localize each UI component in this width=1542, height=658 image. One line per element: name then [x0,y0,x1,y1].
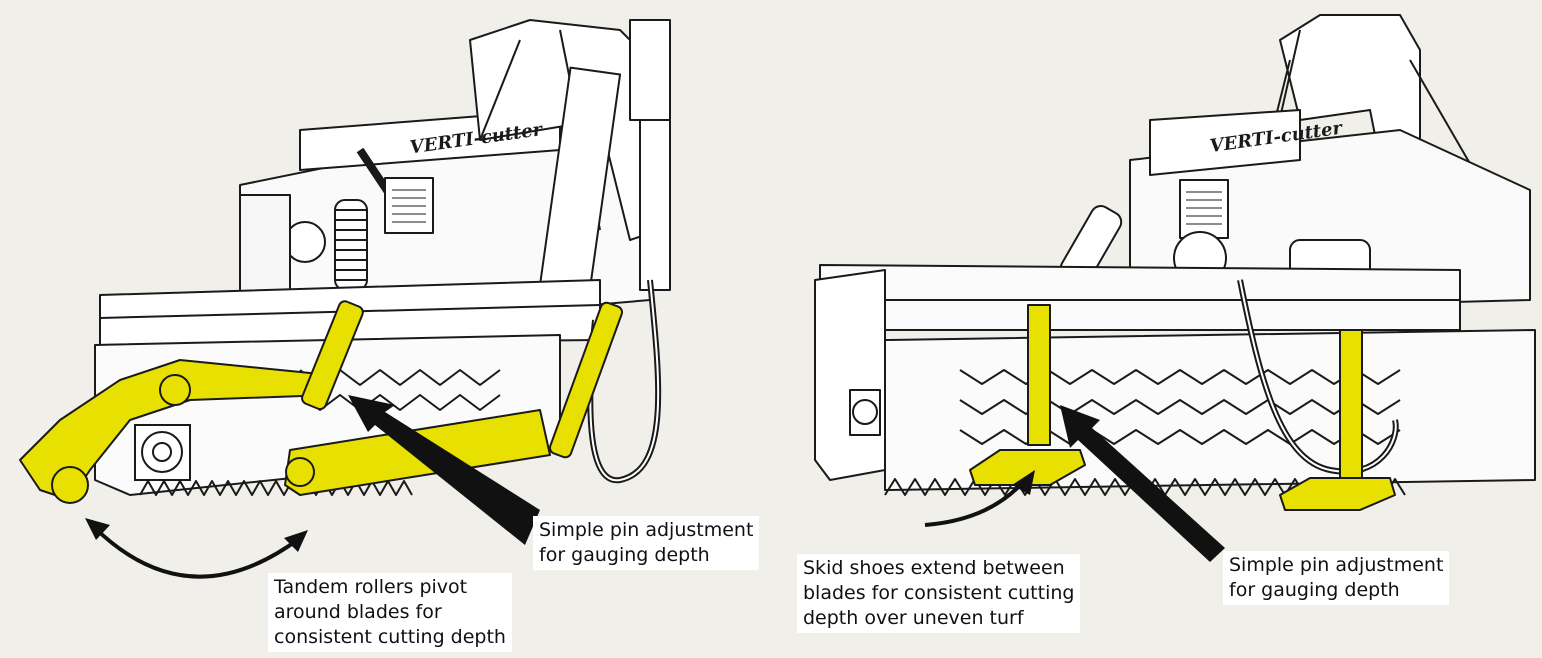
left-roller-hub [134,424,191,481]
right-verticutter-drawing [814,14,1536,496]
right-pin-adjustment-line-2: for gauging depth [1229,579,1400,601]
left-pin-adjustment-line-1: Simple pin adjustment [539,519,754,541]
skid-shoes-line-2: blades for consistent cutting [803,582,1075,604]
right-pin-pointer-arrow [1060,405,1225,562]
tandem-rollers-line-1: Tandem rollers pivot [274,576,468,598]
left-pin-pointer-arrow [348,395,540,545]
right-pin-adjustment-callout: Simple pin adjustment for gauging depth [1223,551,1450,605]
tandem-rollers-line-3: consistent cutting depth [274,626,506,648]
right-skid-shoe-highlight [969,304,1396,511]
skid-shoes-line-3: depth over uneven turf [803,607,1024,629]
left-spring [334,199,368,291]
tandem-rollers-line-2: around blades for [274,601,442,623]
left-pin-adjustment-callout: Simple pin adjustment for gauging depth [533,516,760,570]
skid-shoes-line-1: Skid shoes extend between [803,557,1065,579]
right-skid-pointer-arrow [924,470,1035,527]
tandem-rollers-callout: Tandem rollers pivot around blades for c… [268,573,512,652]
skid-shoes-callout: Skid shoes extend between blades for con… [797,554,1081,633]
left-pin-adjustment-line-2: for gauging depth [539,544,710,566]
right-pin-adjustment-line-1: Simple pin adjustment [1229,554,1444,576]
left-pivot-arrow [85,518,308,579]
